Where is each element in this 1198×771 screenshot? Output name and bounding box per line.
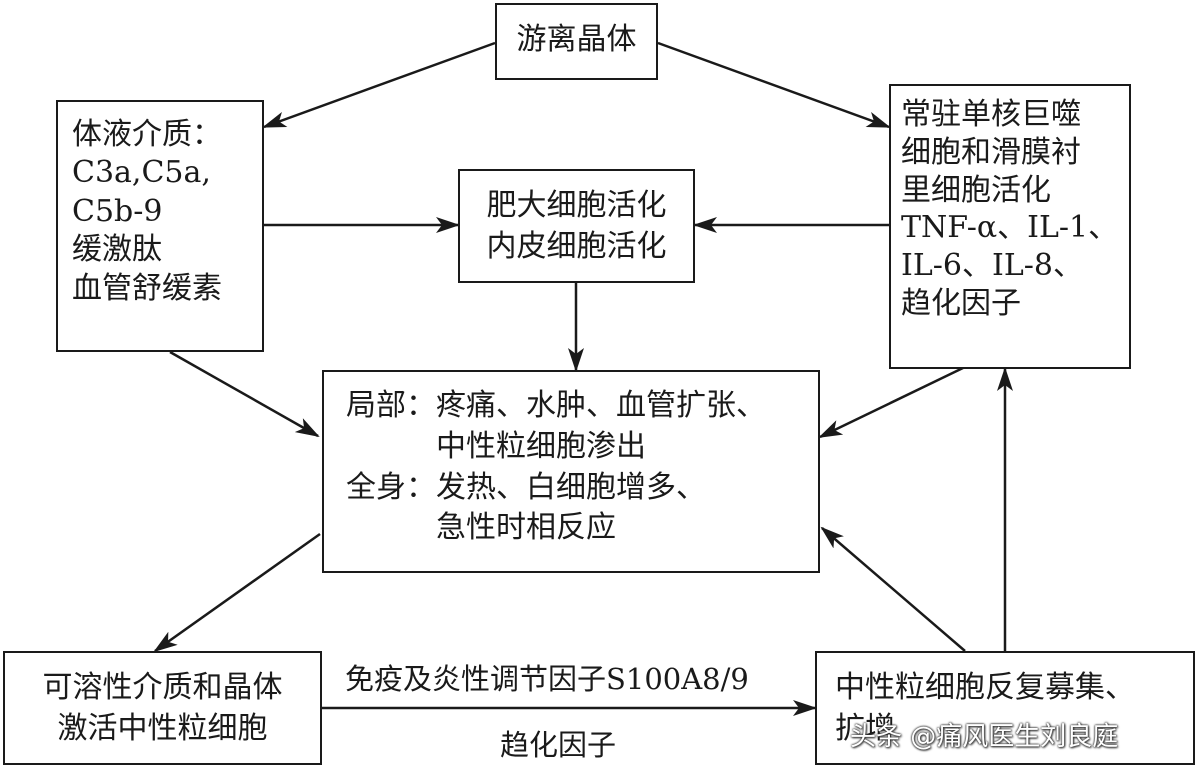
mast-cells-line: 肥大细胞活化	[486, 188, 667, 223]
macrophages-line: 细胞和滑膜衬	[901, 134, 1081, 170]
humoral-mediators-line: C5b-9	[72, 193, 163, 229]
neutrophil-recruitment-box: 中性粒细胞反复募集、扩增	[815, 651, 1195, 765]
mast-cells-line: 内皮细胞活化	[486, 229, 667, 265]
response-line: 局部：疼痛、水肿、血管扩张、	[346, 388, 766, 423]
free-crystals-box: 游离晶体	[495, 3, 658, 80]
neutrophil-recruit-line: 扩增	[835, 711, 895, 747]
macrophages-line: 常驻单核巨噬	[901, 97, 1081, 132]
humoral-mediators-line: 体液介质：	[72, 117, 222, 152]
arrow-crystals-to-humoral	[262, 41, 496, 129]
neutrophil-activation-line: 激活中性粒细胞	[57, 711, 268, 747]
arrow-response-to-neutrophil	[153, 532, 321, 653]
arrow-macrophages-to-response	[818, 365, 966, 439]
humoral-mediators-line: 缓激肽	[72, 232, 162, 268]
humoral-mediators-line: C3a,C5a,	[72, 155, 211, 191]
watermark: 头条 @痛风医生刘良庭	[850, 722, 1119, 752]
arrow-recruit-to-response	[820, 526, 966, 652]
macrophages-line: 里细胞活化	[901, 172, 1051, 208]
response-line: 中性粒细胞渗出	[346, 428, 646, 464]
neutrophil-activation-box: 可溶性介质和晶体激活中性粒细胞	[3, 651, 322, 765]
response-line: 全身：发热、白细胞增多、	[346, 469, 706, 505]
edge-label-chemokines: 趋化因子	[500, 728, 617, 762]
neutrophil-activation-line: 可溶性介质和晶体	[42, 670, 283, 705]
neutrophil-recruit-line: 中性粒细胞反复募集、	[835, 670, 1135, 705]
macrophages-line: 趋化因子	[901, 285, 1021, 321]
mast-endothelial-box: 肥大细胞活化内皮细胞活化	[458, 169, 695, 283]
humoral-mediators-line: 血管舒缓素	[72, 270, 222, 306]
macrophages-line: IL-6、IL-8、	[901, 248, 1083, 284]
response-line: 急性时相反应	[346, 510, 616, 546]
arrow-humoral-to-response	[169, 350, 320, 438]
edge-label-s100: 免疫及炎性调节因子S100A8/9	[345, 662, 749, 696]
free-crystals-line: 游离晶体	[516, 22, 637, 57]
arrow-crystals-to-macrophages	[657, 41, 891, 129]
macrophages-line: TNF-α、IL-1、	[901, 210, 1119, 246]
response-box: 局部：疼痛、水肿、血管扩张、 中性粒细胞渗出全身：发热、白细胞增多、 急性时相反…	[322, 370, 820, 573]
